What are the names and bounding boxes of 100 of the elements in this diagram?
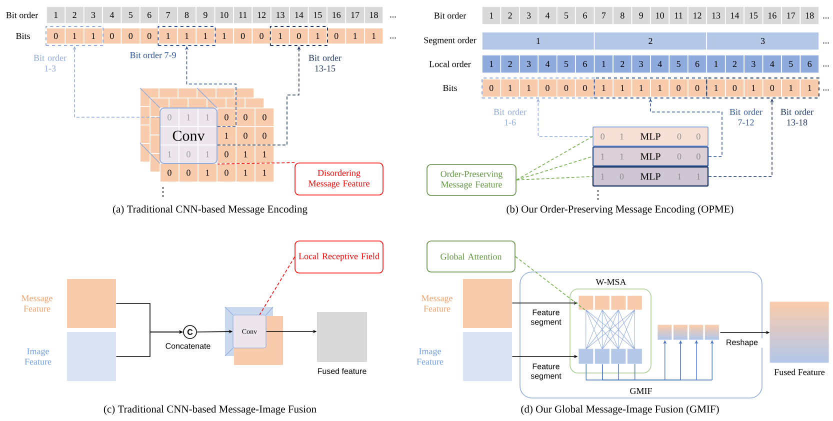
dashed-group-box: [594, 78, 708, 98]
table-cell: 13: [706, 6, 726, 25]
grid-digit: 1: [244, 151, 248, 158]
table-cell: 4: [102, 6, 122, 24]
grid-digit: 0: [262, 114, 266, 120]
grid-digit: 0: [244, 132, 248, 139]
panel-caption: (c) Traditional CNN-based Message-Image Fusion: [104, 405, 316, 415]
ellipsis: ...: [823, 42, 829, 44]
group-label: Bit order 1-6: [494, 108, 526, 126]
table-cell: 0: [102, 28, 122, 44]
row-label: Segment order: [424, 36, 476, 46]
grid-digit: 1: [244, 170, 248, 176]
table-cell: 16: [762, 6, 782, 25]
callout-box: Global Attention: [426, 240, 516, 272]
table-cell: 6: [800, 54, 820, 74]
table-cell: 0: [46, 28, 66, 44]
group-label: Concatenate: [166, 343, 210, 349]
table-cell: 1: [345, 28, 365, 44]
table-cell: 2: [500, 6, 520, 25]
group-label: Bit order 1-3: [34, 54, 66, 72]
table-cell: 7: [158, 6, 178, 24]
table-cell: 1: [744, 78, 764, 98]
callout-box: Order-Preserving Message Feature: [426, 164, 516, 196]
table-cell: 1: [46, 6, 66, 24]
feature-label: Image Feature: [24, 348, 52, 365]
table-cell: 6: [575, 54, 595, 74]
table-cell: 18: [800, 6, 820, 25]
table-cell: 2: [612, 54, 632, 74]
grid-digit: 0: [600, 133, 604, 140]
table-cell: 16: [326, 6, 346, 24]
table-cell: 3: [84, 6, 103, 24]
grid-digit: 0: [186, 151, 190, 158]
table-cell: 0: [575, 78, 595, 98]
table-cell: 1: [594, 54, 614, 74]
table-cell: 14: [289, 6, 309, 24]
table-cell: 1: [214, 28, 234, 44]
table-cell: 4: [650, 54, 670, 74]
grid-digit: 0: [168, 114, 172, 120]
leader-line: [516, 136, 593, 180]
grid-digit: 1: [206, 151, 210, 158]
table-cell: 10: [214, 6, 234, 24]
table-cell: 15: [308, 6, 328, 24]
group-label: Bit order 7-9: [130, 52, 176, 58]
grid-digit: 0: [620, 173, 624, 180]
table-cell: 0: [140, 28, 160, 44]
grid-digit: 0: [224, 151, 228, 158]
table-cell: 1: [308, 28, 328, 44]
ellipsis: ...: [823, 17, 829, 19]
token-row: [658, 324, 719, 340]
leader-line: [259, 256, 295, 316]
table-cell: 17: [345, 6, 365, 24]
table-cell: 13: [270, 6, 290, 24]
edge-label: Feature segment: [524, 362, 568, 382]
table-cell: 1: [706, 54, 726, 74]
table-cell: 6: [575, 6, 595, 25]
table-cell: 12: [252, 6, 272, 24]
table-cell: 1: [482, 6, 502, 25]
table-cell: 0: [120, 28, 140, 44]
row-label: Bits: [443, 84, 457, 92]
panel-caption: (b) Our Order-Preserving Message Encoding (OPME): [506, 205, 734, 215]
grid-digit: 0: [696, 153, 700, 160]
table-cell: 1: [196, 28, 216, 44]
table-cell: 6: [688, 54, 708, 74]
grid-digit: 1: [225, 132, 228, 139]
table-cell: 1: [612, 78, 632, 98]
table-cell: 1: [158, 28, 178, 44]
ellipsis: ...: [390, 16, 396, 18]
table-cell: 2: [500, 54, 520, 74]
feature-label: Image Feature: [416, 348, 444, 365]
grid-digit: 1: [678, 174, 681, 180]
table-cell: 0: [482, 78, 502, 98]
table-cell: 11: [668, 6, 688, 25]
feature-label: Message Feature: [22, 295, 52, 312]
table-cell: 4: [538, 6, 558, 25]
table-cell: 8: [612, 6, 632, 25]
table-cell: 1: [500, 78, 520, 98]
table-cell: 10: [650, 6, 670, 25]
table-cell: 5: [556, 54, 576, 74]
table-cell: 1: [650, 78, 670, 98]
panel-caption: (d) Our Global Message-Image Fusion (GMIF): [521, 405, 719, 415]
grid-digit: 0: [677, 133, 682, 140]
table-cell: 3: [519, 6, 539, 25]
table-cell: 1: [594, 78, 614, 98]
table-cell: 0: [762, 78, 782, 98]
panel-caption: (a) Traditional CNN-based Message Encoding: [112, 205, 308, 215]
table-cell: 1: [364, 28, 384, 44]
grid-digit: 0: [677, 153, 682, 160]
table-cell: 0: [252, 28, 272, 44]
table-cell: 2: [594, 32, 708, 50]
grid-digit: 1: [263, 170, 266, 176]
row-label: Bit order: [6, 12, 38, 18]
grid-digit: 1: [601, 174, 604, 180]
table-cell: 3: [631, 54, 651, 74]
table-cell: 1: [800, 78, 820, 98]
attention-lines-drawing: [586, 310, 635, 350]
ellipsis: ...: [390, 37, 396, 39]
table-cell: 5: [668, 54, 688, 74]
table-cell: 12: [688, 6, 708, 25]
table-cell: 5: [120, 6, 140, 24]
table-cell: 1: [706, 78, 726, 98]
